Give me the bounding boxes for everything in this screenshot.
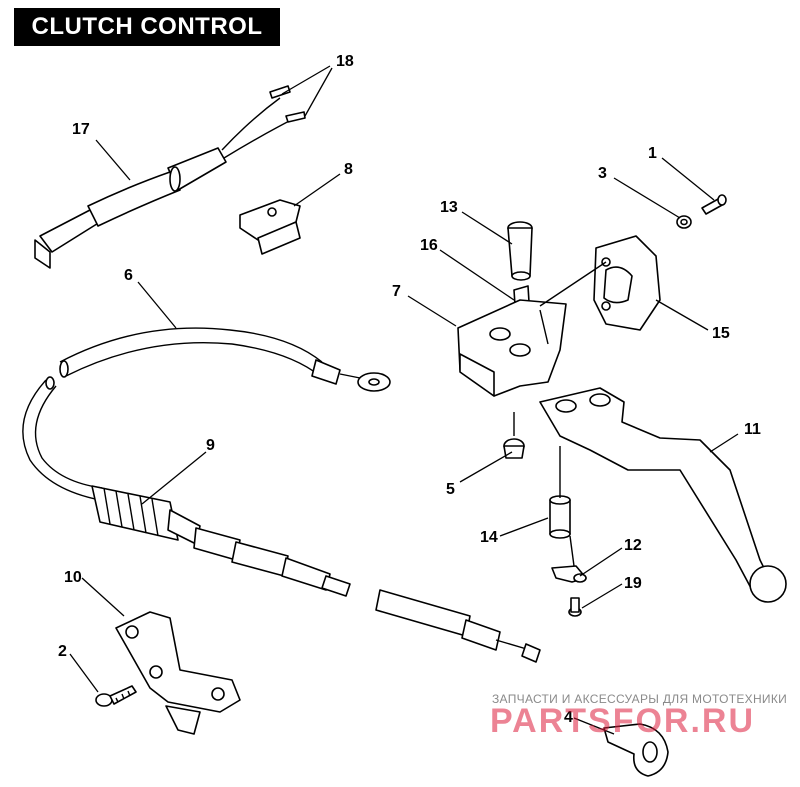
callout-14: 14 <box>480 529 498 546</box>
callout-19: 19 <box>624 575 642 592</box>
callout-9: 9 <box>206 437 215 454</box>
callout-labels: 18 17 8 1 3 13 16 7 15 6 11 9 5 14 12 10… <box>58 53 761 726</box>
part-13-pin[interactable] <box>507 221 533 281</box>
callout-4: 4 <box>564 709 573 726</box>
cable-boot-bellows <box>91 485 179 541</box>
part-4-cable-clip[interactable] <box>603 723 669 777</box>
part-1-screw[interactable] <box>701 194 727 215</box>
leader-lines <box>69 65 739 735</box>
callout-18: 18 <box>336 53 354 70</box>
callout-15: 15 <box>712 325 730 342</box>
part-12-adjuster[interactable] <box>551 565 587 583</box>
part-3-washer[interactable] <box>676 215 692 229</box>
callout-10: 10 <box>64 569 82 586</box>
callout-17: 17 <box>72 121 90 138</box>
callout-6: 6 <box>124 267 133 284</box>
part-19-screw[interactable] <box>568 597 582 617</box>
callout-7: 7 <box>392 283 401 300</box>
callout-13: 13 <box>440 199 458 216</box>
part-5-clip[interactable] <box>503 438 525 459</box>
callout-11: 11 <box>744 421 761 438</box>
watermark-tagline: ЗАПЧАСТИ И АКСЕССУАРЫ ДЛЯ МОТОТЕХНИКИ <box>492 692 788 706</box>
callout-5: 5 <box>446 481 455 498</box>
part-14-bushing[interactable] <box>549 495 571 539</box>
watermark-logo: PARTSFOR.RU <box>490 702 756 740</box>
part-7-housing[interactable] <box>457 299 567 397</box>
part-6-ground-wire[interactable] <box>59 327 391 392</box>
part-8-clip[interactable] <box>239 199 301 255</box>
callout-8: 8 <box>344 161 353 178</box>
callout-2: 2 <box>58 643 67 660</box>
part-9-clutch-cable[interactable] <box>22 376 541 663</box>
part-15-clamp[interactable] <box>593 235 661 331</box>
part-17-harness[interactable] <box>34 85 306 269</box>
part-11-lever[interactable] <box>539 387 787 603</box>
callout-16: 16 <box>420 237 438 254</box>
callout-1: 1 <box>648 145 657 162</box>
part-10-bracket[interactable] <box>115 611 241 735</box>
part-2-screw[interactable] <box>95 685 137 707</box>
callout-3: 3 <box>598 165 607 182</box>
diagram-title: CLUTCH CONTROL <box>14 8 280 46</box>
callout-12: 12 <box>624 537 642 554</box>
